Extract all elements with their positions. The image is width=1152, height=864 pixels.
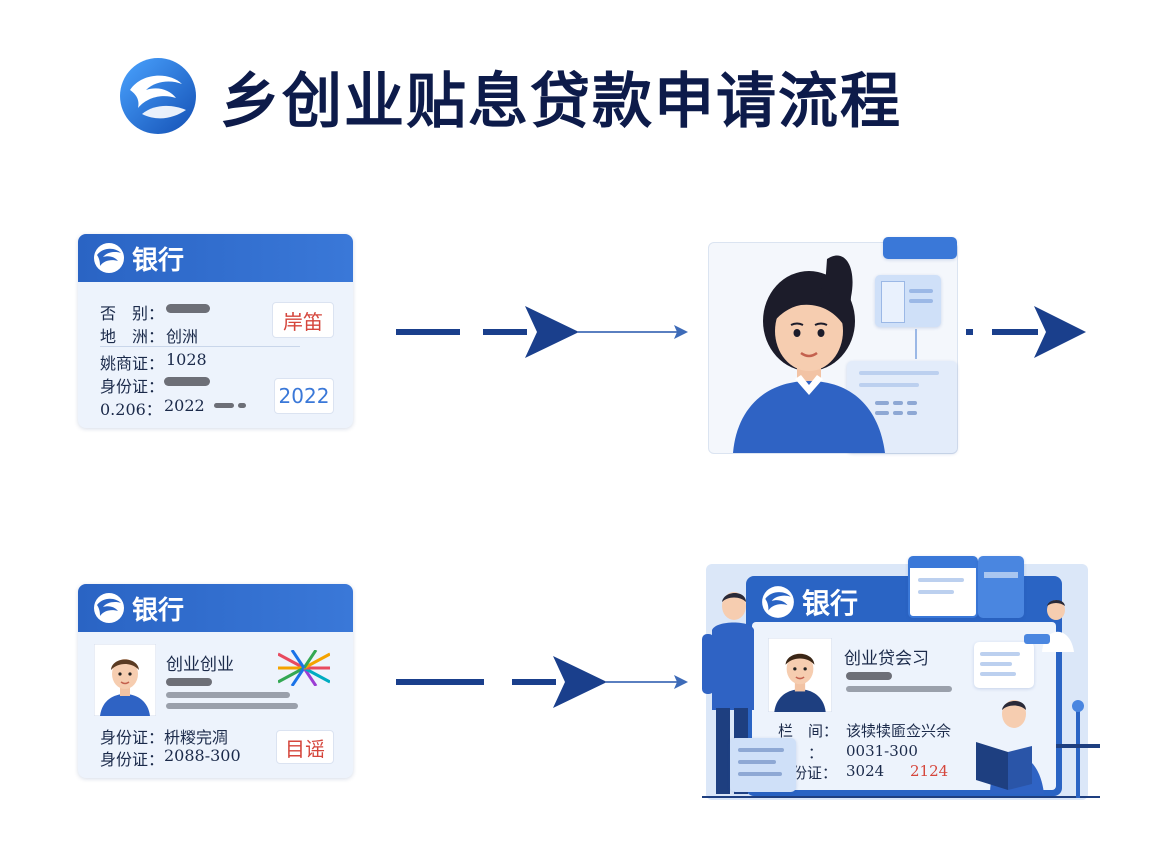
- row-label: 地 洲：: [100, 327, 165, 346]
- bank-staff-figure: [702, 592, 754, 794]
- redacted-value: [166, 692, 290, 698]
- connector-dash: [396, 329, 460, 335]
- row-value: 2088-300: [164, 746, 241, 765]
- pole-knob: [1072, 700, 1084, 712]
- row-label: 栏 间：: [778, 722, 839, 740]
- holder-name: 创业创业: [166, 655, 234, 675]
- id-photo-avatar: [768, 638, 832, 712]
- row-value: 该犊犊匬佥兴佘: [846, 722, 952, 740]
- arrow-right-icon: [674, 325, 688, 339]
- card-header: 银行: [78, 584, 353, 632]
- row-label: 姚商证：: [100, 354, 165, 373]
- connector-dash: [512, 679, 556, 685]
- holder-name: 创业贷会习: [844, 649, 929, 669]
- card-header: 银行: [78, 234, 353, 282]
- form-card: [974, 642, 1034, 688]
- redacted-value: [166, 678, 212, 686]
- row-label: 0.206：: [100, 400, 162, 419]
- agent-illustration: [708, 237, 958, 454]
- seal-stamp: 目谣: [276, 730, 334, 764]
- document-card: [730, 738, 796, 792]
- year-badge: 2022: [274, 378, 334, 414]
- redacted-value: [166, 304, 210, 313]
- connector-line: [915, 329, 917, 359]
- woman-agent-avatar: [733, 255, 885, 453]
- divider: [100, 346, 300, 347]
- row-value: 0031-300: [846, 742, 918, 760]
- id-card-1: 银行 否 别： 地 洲： 创洲 姚商证： 1028 身份证： 0.206： 20…: [78, 234, 353, 428]
- row-label: 否 别：: [100, 304, 165, 323]
- bank-swirl-icon: [94, 593, 124, 623]
- swirl-logo-icon: [120, 58, 196, 134]
- arrow-right-icon: [553, 656, 607, 708]
- bank-name: 银行: [132, 245, 185, 276]
- connector-line: [606, 681, 678, 683]
- row-label: 份证：: [792, 764, 838, 782]
- id-card-2: 银行 创业创业 身份证： 枡糉完凋 身份证： 2088-300 目谣: [78, 584, 353, 778]
- floor-line: [702, 796, 1100, 798]
- connector-line: [578, 331, 678, 333]
- row-value: 2124: [910, 762, 949, 780]
- row-value: 1028: [166, 350, 207, 369]
- row-value: 2022: [164, 396, 205, 415]
- id-photo-avatar: [94, 644, 156, 716]
- redacted-value: [846, 672, 892, 680]
- redacted-value: [238, 403, 246, 408]
- document-card: [875, 275, 941, 327]
- waving-person-figure: [1024, 600, 1074, 652]
- row-value: 3024: [846, 762, 885, 780]
- arrow-right-icon: [674, 675, 688, 689]
- reading-person-figure: [976, 700, 1044, 794]
- header-tag: [883, 237, 957, 259]
- page-title: 乡创业贴息贷款申请流程: [220, 66, 902, 137]
- row-label: 身份证：: [100, 377, 165, 396]
- redacted-value: [166, 703, 298, 709]
- hologram-icon: [278, 650, 330, 686]
- row-label: 身份证：: [100, 750, 165, 769]
- connector-dash: [483, 329, 527, 335]
- card-header: 银行: [760, 582, 858, 622]
- info-card: [908, 556, 978, 618]
- seal-stamp: 岸笛: [272, 302, 334, 338]
- row-value: 枡糉完凋: [164, 728, 229, 747]
- connector-dash: [992, 329, 1038, 335]
- connector-dash: [396, 679, 484, 685]
- pole: [1076, 706, 1080, 798]
- folder-card: [978, 556, 1024, 618]
- title-bar: 乡创业贴息贷款申请流程: [118, 50, 902, 142]
- bank-illustration: 银行 创业贷会习 栏 间： 该犊犊匬佥兴佘 卅 ： 0031-300 份证： 3…: [696, 556, 1106, 804]
- bank-swirl-icon: [94, 243, 124, 273]
- redacted-value: [214, 403, 234, 408]
- arrow-right-icon: [525, 306, 579, 358]
- arrow-right-icon: [1034, 306, 1086, 358]
- pole-arm: [1056, 744, 1100, 748]
- row-label: 身份证：: [100, 728, 165, 747]
- row-value: 创洲: [166, 327, 199, 346]
- bank-name: 银行: [132, 595, 185, 626]
- redacted-value: [846, 686, 952, 692]
- bank-name: 银行: [802, 587, 859, 620]
- connector-dash: [966, 329, 973, 335]
- bank-swirl-icon: [762, 586, 794, 618]
- redacted-value: [164, 377, 210, 386]
